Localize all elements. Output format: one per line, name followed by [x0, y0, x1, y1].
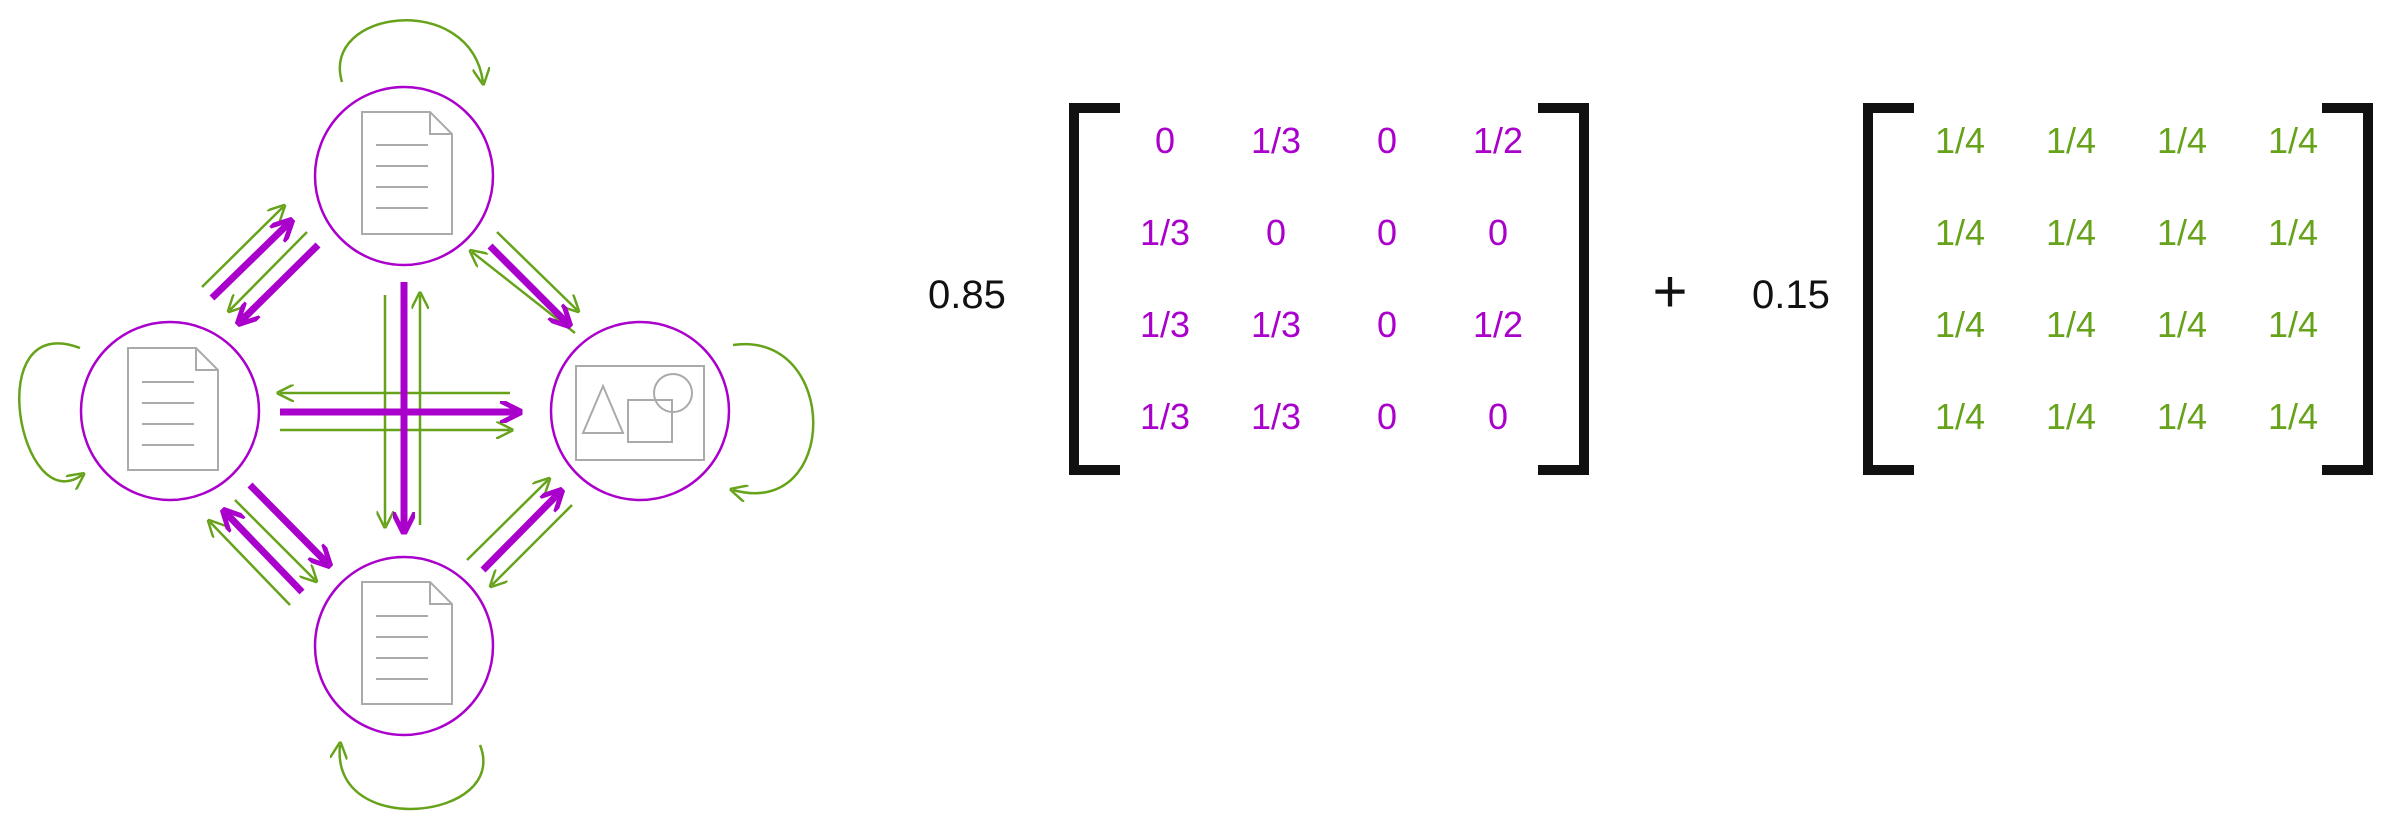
node-right: [549, 320, 731, 502]
right-bracket: [1538, 103, 1589, 475]
self-loop-right: [733, 342, 815, 493]
self-loop-bottom: [340, 745, 485, 811]
matrix-cell: 1/4: [2157, 212, 2207, 253]
matrix-cell: 0: [1488, 396, 1508, 437]
matrix-cell: 1/4: [2046, 304, 2096, 345]
matrix-cell: 1/4: [2268, 120, 2318, 161]
node-bottom: [313, 555, 495, 737]
link-top-left: [240, 242, 321, 322]
link-left-top: [209, 222, 290, 301]
matrix-cell: 1/4: [2046, 396, 2096, 437]
matrix-cell: 1/3: [1251, 396, 1301, 437]
node-top: [313, 85, 495, 267]
matrix-cell: 1/2: [1473, 304, 1523, 345]
teleport-left-bottom: [234, 499, 315, 580]
link-left-bottom: [247, 482, 328, 564]
document-icon: [127, 347, 219, 471]
teleport-left-top: [201, 207, 283, 288]
matrix-cell: 0: [1266, 212, 1286, 253]
link-arrows: [209, 222, 568, 595]
matrix-cell: 0: [1155, 120, 1175, 161]
left-bracket: [1069, 103, 1120, 475]
link-graph: [18, 19, 815, 811]
teleport-arrows: [201, 207, 577, 606]
matrix-cell: 1/3: [1140, 396, 1190, 437]
right-bracket: [2322, 103, 2373, 475]
matrix-cell: 0: [1377, 304, 1397, 345]
matrix-cell: 1/3: [1140, 212, 1190, 253]
teleport-matrix: 1/4 1/4 1/4 1/4 1/4 1/4 1/4 1/4 1/4 1/4 1/4 1/4 1/4 1…: [1863, 103, 2373, 475]
matrix-cell: 1/4: [2046, 120, 2096, 161]
link-top-right: [487, 243, 568, 324]
matrix-cell: 1/3: [1251, 304, 1301, 345]
matrix-cell: 1/4: [2268, 212, 2318, 253]
matrix-cell: 0: [1488, 212, 1508, 253]
matrix-cell: 1/4: [1935, 304, 1985, 345]
teleport-factor: 0.15: [1752, 273, 1830, 317]
document-icon: [361, 111, 453, 235]
link-bottom-left: [225, 512, 305, 595]
image-icon: [575, 365, 705, 461]
teleport-top-left: [230, 231, 308, 310]
document-icon: [361, 581, 453, 705]
teleport-bottom-right: [466, 480, 548, 561]
matrix-cell: 1/3: [1140, 304, 1190, 345]
node-left: [79, 320, 261, 502]
left-bracket: [1863, 103, 1914, 475]
matrix-cell: 1/4: [2157, 304, 2207, 345]
matrix-cell: 1/4: [1935, 212, 1985, 253]
matrix-cell: 1/2: [1473, 120, 1523, 161]
matrix-cell: 1/4: [2157, 120, 2207, 161]
teleport-bottom-left: [210, 522, 291, 606]
link-matrix: 0 1/3 0 1/2 1/3 0 0 0 1/3 1/3 0 1/2 1/3 1/3 0 0: [1069, 103, 1589, 475]
matrix-cell: 0: [1377, 120, 1397, 161]
teleport-right-bottom: [492, 504, 573, 585]
damping-factor: 0.85: [928, 273, 1006, 317]
matrix-cell: 1/4: [1935, 120, 1985, 161]
self-loop-top: [338, 19, 483, 82]
matrix-cell: 1/4: [1935, 396, 1985, 437]
matrix-cell: 1/4: [2268, 304, 2318, 345]
link-bottom-right: [480, 492, 560, 573]
matrix-cell: 1/4: [2046, 212, 2096, 253]
matrix-cell: 0: [1377, 396, 1397, 437]
teleport-top-right: [496, 231, 577, 310]
matrix-cell: 1/4: [2268, 396, 2318, 437]
matrix-cell: 0: [1377, 212, 1397, 253]
self-loop-left: [18, 342, 82, 481]
plus-sign: +: [1652, 258, 1687, 325]
matrix-cell: 1/4: [2157, 396, 2207, 437]
matrix-cell: 1/3: [1251, 120, 1301, 161]
